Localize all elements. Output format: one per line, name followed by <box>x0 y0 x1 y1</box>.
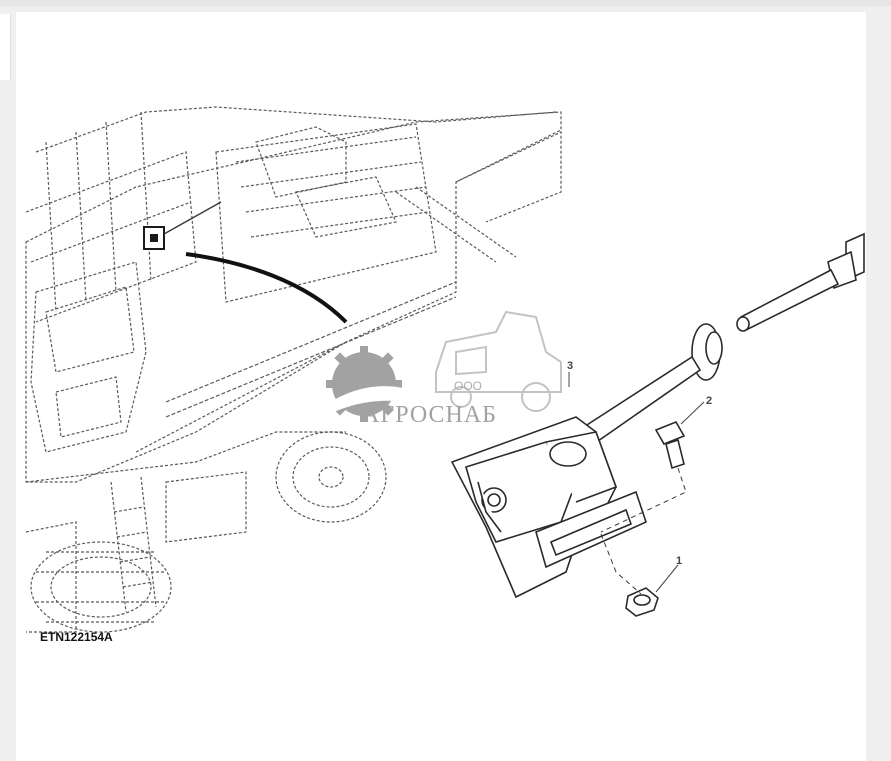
exploded-parts <box>450 232 865 617</box>
gear-logo-icon <box>326 346 416 422</box>
callout-leaders <box>568 372 705 593</box>
assembly-lines <box>600 467 687 595</box>
harvester-drawing <box>25 106 562 633</box>
watermark-prefix: ООО <box>454 379 482 393</box>
harvester-silhouette-icon <box>435 310 562 412</box>
top-bar <box>0 0 891 6</box>
diagram-panel: 3 2 1 О <box>16 12 866 761</box>
callout-2: 2 <box>706 395 712 407</box>
watermark-name: АГРОСНАБ <box>362 402 497 428</box>
location-marker <box>143 201 222 250</box>
figure-code: ETN122154A <box>40 630 113 644</box>
callout-3: 3 <box>567 360 573 372</box>
exploded-diagram: 3 2 1 О <box>25 106 865 633</box>
watermark: ООО АГРОСНАБ <box>326 310 562 428</box>
leader-curve <box>185 252 348 324</box>
callout-1: 1 <box>676 555 682 567</box>
left-tab[interactable] <box>0 14 11 80</box>
